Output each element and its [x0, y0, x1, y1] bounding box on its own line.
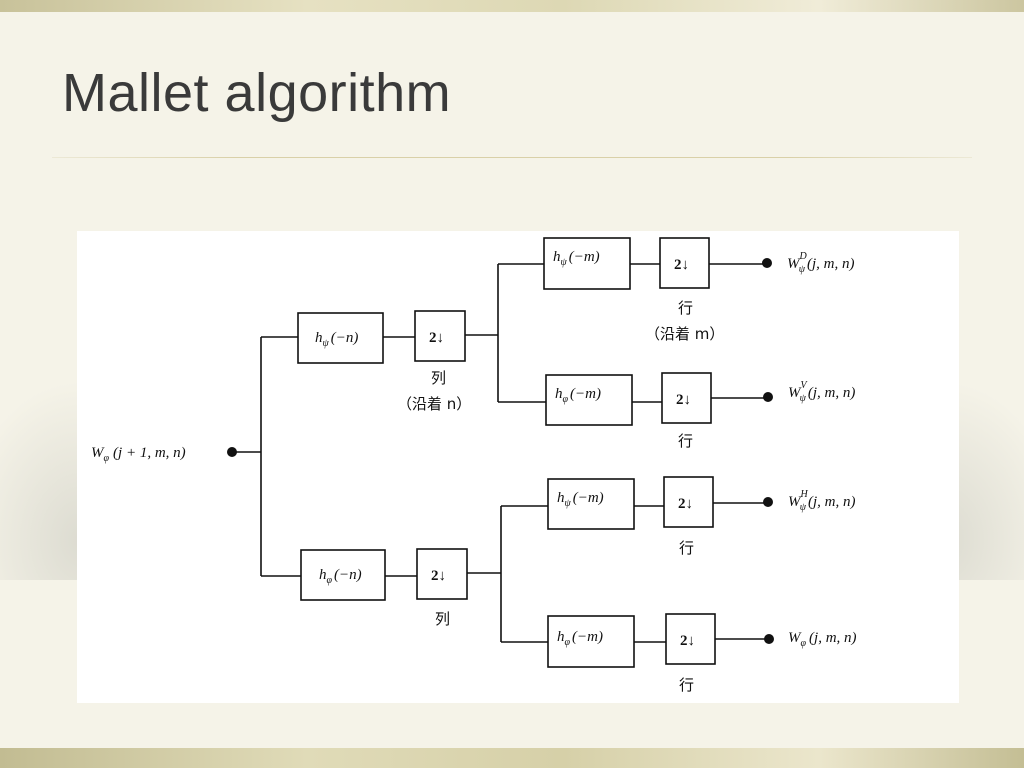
downsample-label: 2↓	[678, 496, 693, 512]
filter-label: hψ(−n)	[315, 330, 358, 349]
output-node	[763, 392, 773, 402]
downsample-label: 2↓	[429, 330, 444, 346]
mallet-diagram: Wφ(j + 1, m, n) hψ(−n) 2↓ 列 （沿着 n） hφ(−n…	[77, 231, 959, 703]
stage2-filter-3: hψ(−m)	[547, 478, 635, 530]
filter-box	[547, 478, 635, 530]
stage1-top-caption-2: （沿着 n）	[397, 395, 471, 413]
title-divider	[52, 157, 972, 158]
output-label: Wφ(j, m, n)	[788, 630, 857, 649]
filter-label: hψ(−m)	[553, 249, 600, 268]
stage2-caption-1-line1: 行	[678, 299, 693, 317]
stage2-caption-2: 行	[678, 432, 693, 450]
stage2-filter-4: hφ(−m)	[547, 615, 635, 668]
stage2-caption-3: 行	[679, 539, 694, 557]
stage1-bottom-filter: hφ(−n)	[300, 549, 386, 601]
stage2-downsample-2: 2↓	[661, 372, 712, 424]
output-4: Wφ(j, m, n)	[764, 630, 857, 649]
stage1-top-caption-1: 列	[431, 369, 446, 387]
filter-label: hφ(−m)	[555, 386, 601, 405]
output-node	[764, 634, 774, 644]
stage1-top-downsample: 2↓	[414, 310, 466, 362]
diagram-wires	[235, 263, 768, 643]
stage2-filter-1: hψ(−m)	[543, 237, 631, 290]
filter-label: hφ(−m)	[557, 629, 603, 648]
stage2-downsample-3: 2↓	[663, 476, 714, 528]
stage1-bottom-downsample: 2↓	[416, 548, 468, 600]
filter-label: hψ(−m)	[557, 490, 604, 509]
downsample-label: 2↓	[431, 568, 446, 584]
downsample-box	[663, 476, 714, 528]
downsample-box	[659, 237, 710, 289]
stage1-top-filter: hψ(−n)	[297, 312, 384, 364]
slide-title: Mallet algorithm	[62, 63, 452, 123]
stage2-caption-4: 行	[679, 676, 694, 694]
left-fan-decoration	[0, 380, 80, 580]
downsample-box	[414, 310, 466, 362]
output-node	[763, 497, 773, 507]
stage2-filter-2: hφ(−m)	[545, 374, 633, 426]
input-node	[227, 447, 237, 457]
bottom-decorative-bar	[0, 748, 1024, 768]
stage2-downsample-1: 2↓	[659, 237, 710, 289]
top-decorative-bar	[0, 0, 1024, 12]
output-node	[762, 258, 772, 268]
filter-box	[300, 549, 386, 601]
filter-box	[545, 374, 633, 426]
diagram-canvas: Wφ(j + 1, m, n) hψ(−n) 2↓ 列 （沿着 n） hφ(−n…	[91, 237, 857, 694]
filter-label: hφ(−n)	[319, 567, 362, 586]
filter-box	[297, 312, 384, 364]
downsample-box	[416, 548, 468, 600]
downsample-box	[661, 372, 712, 424]
input-label: Wφ(j + 1, m, n)	[91, 445, 186, 464]
downsample-box	[665, 613, 716, 665]
stage2-caption-1-line2: （沿着 m）	[645, 325, 724, 343]
input-signal: Wφ(j + 1, m, n)	[91, 445, 237, 464]
downsample-label: 2↓	[680, 633, 695, 649]
stage2-downsample-4: 2↓	[665, 613, 716, 665]
filter-box	[543, 237, 631, 290]
stage1-bottom-caption: 列	[435, 610, 450, 628]
downsample-label: 2↓	[676, 392, 691, 408]
downsample-label: 2↓	[674, 257, 689, 273]
filter-box	[547, 615, 635, 668]
